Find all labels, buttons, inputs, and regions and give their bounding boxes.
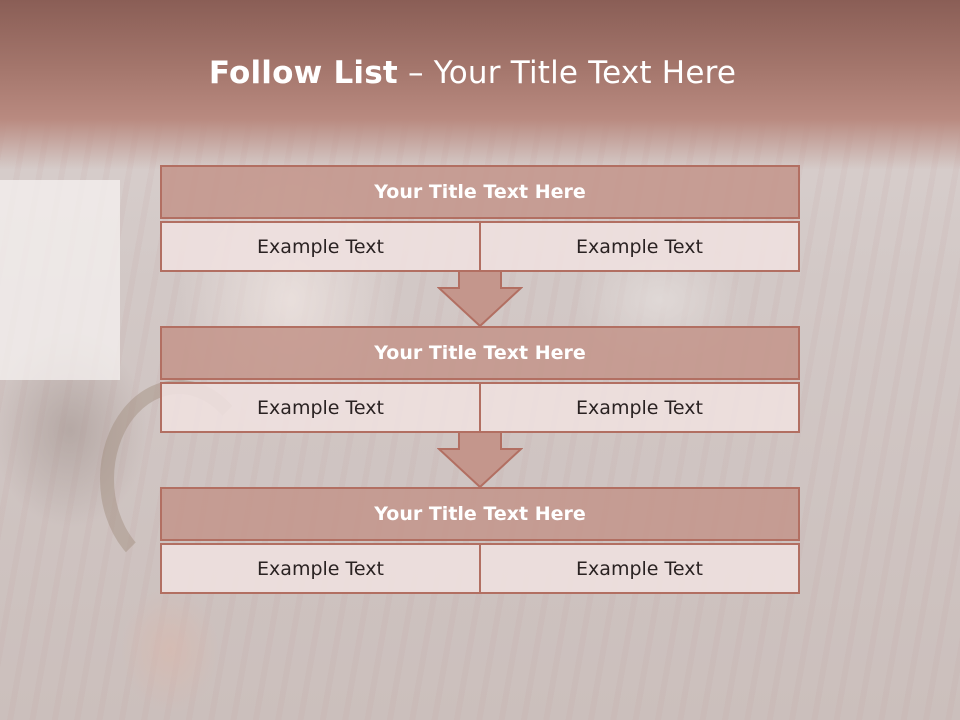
- block-title: Your Title Text Here: [160, 326, 800, 380]
- block-title: Your Title Text Here: [160, 165, 800, 219]
- slide-title-rest: – Your Title Text Here: [407, 55, 737, 91]
- block-row: Example Text Example Text: [160, 382, 800, 433]
- down-arrow-icon: [437, 431, 523, 489]
- block-row: Example Text Example Text: [160, 221, 800, 272]
- background-window: [0, 180, 120, 380]
- header-band: [0, 0, 960, 170]
- block-cell-right: Example Text: [481, 382, 800, 433]
- list-block-3: Your Title Text Here Example Text Exampl…: [160, 487, 800, 594]
- block-title: Your Title Text Here: [160, 487, 800, 541]
- list-block-1: Your Title Text Here Example Text Exampl…: [160, 165, 800, 272]
- block-cell-right: Example Text: [481, 543, 800, 594]
- block-row: Example Text Example Text: [160, 543, 800, 594]
- block-cell-left: Example Text: [160, 221, 481, 272]
- slide-title-bold: Follow List: [208, 55, 398, 91]
- block-cell-right: Example Text: [481, 221, 800, 272]
- slide-title: Follow List – Your Title Text Here: [0, 55, 945, 91]
- list-block-2: Your Title Text Here Example Text Exampl…: [160, 326, 800, 433]
- down-arrow-icon: [437, 270, 523, 328]
- block-cell-left: Example Text: [160, 382, 481, 433]
- block-cell-left: Example Text: [160, 543, 481, 594]
